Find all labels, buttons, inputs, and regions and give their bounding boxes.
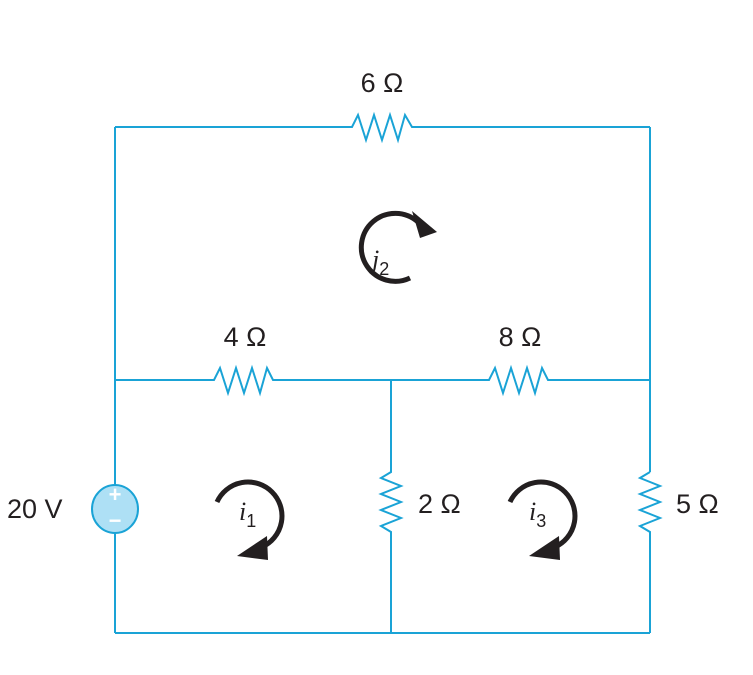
- j2-arrowhead-icon: [412, 211, 437, 238]
- source-plus-sign: +: [109, 482, 122, 507]
- j2-label: j2: [369, 245, 389, 279]
- source-voltage-label: 20 V: [7, 494, 63, 524]
- wires: [114, 111, 663, 634]
- resistor-6-ohm-label: 6 Ω: [361, 68, 404, 98]
- i3-label: i3: [529, 497, 546, 531]
- voltage-source: + −: [91, 482, 139, 534]
- loop-current-j2: j2: [358, 210, 437, 284]
- i3-arrowhead-icon: [529, 536, 560, 560]
- i1-label: i1: [239, 497, 256, 531]
- source-minus-sign: −: [109, 508, 122, 533]
- i3-circular-arrow-icon: [507, 479, 578, 550]
- i1-arrowhead-icon: [237, 536, 268, 560]
- voltage-source-body: [91, 484, 139, 534]
- top-wire: [115, 111, 650, 144]
- resistor-2-ohm-label: 2 Ω: [418, 489, 461, 519]
- resistor-5-ohm-label: 5 Ω: [676, 489, 719, 519]
- resistor-5-ohm-symbol: [637, 471, 663, 633]
- resistor-8-ohm-label: 8 Ω: [499, 322, 542, 352]
- i1-circular-arrow-icon: [214, 479, 285, 550]
- center-wire: [378, 380, 404, 633]
- resistor-4-ohm-label: 4 Ω: [224, 322, 267, 352]
- loop-current-i3: i3: [507, 479, 578, 560]
- j2-circular-arrow-icon: [358, 210, 420, 284]
- middle-wire: [115, 364, 650, 397]
- loop-current-i1: i1: [214, 479, 285, 560]
